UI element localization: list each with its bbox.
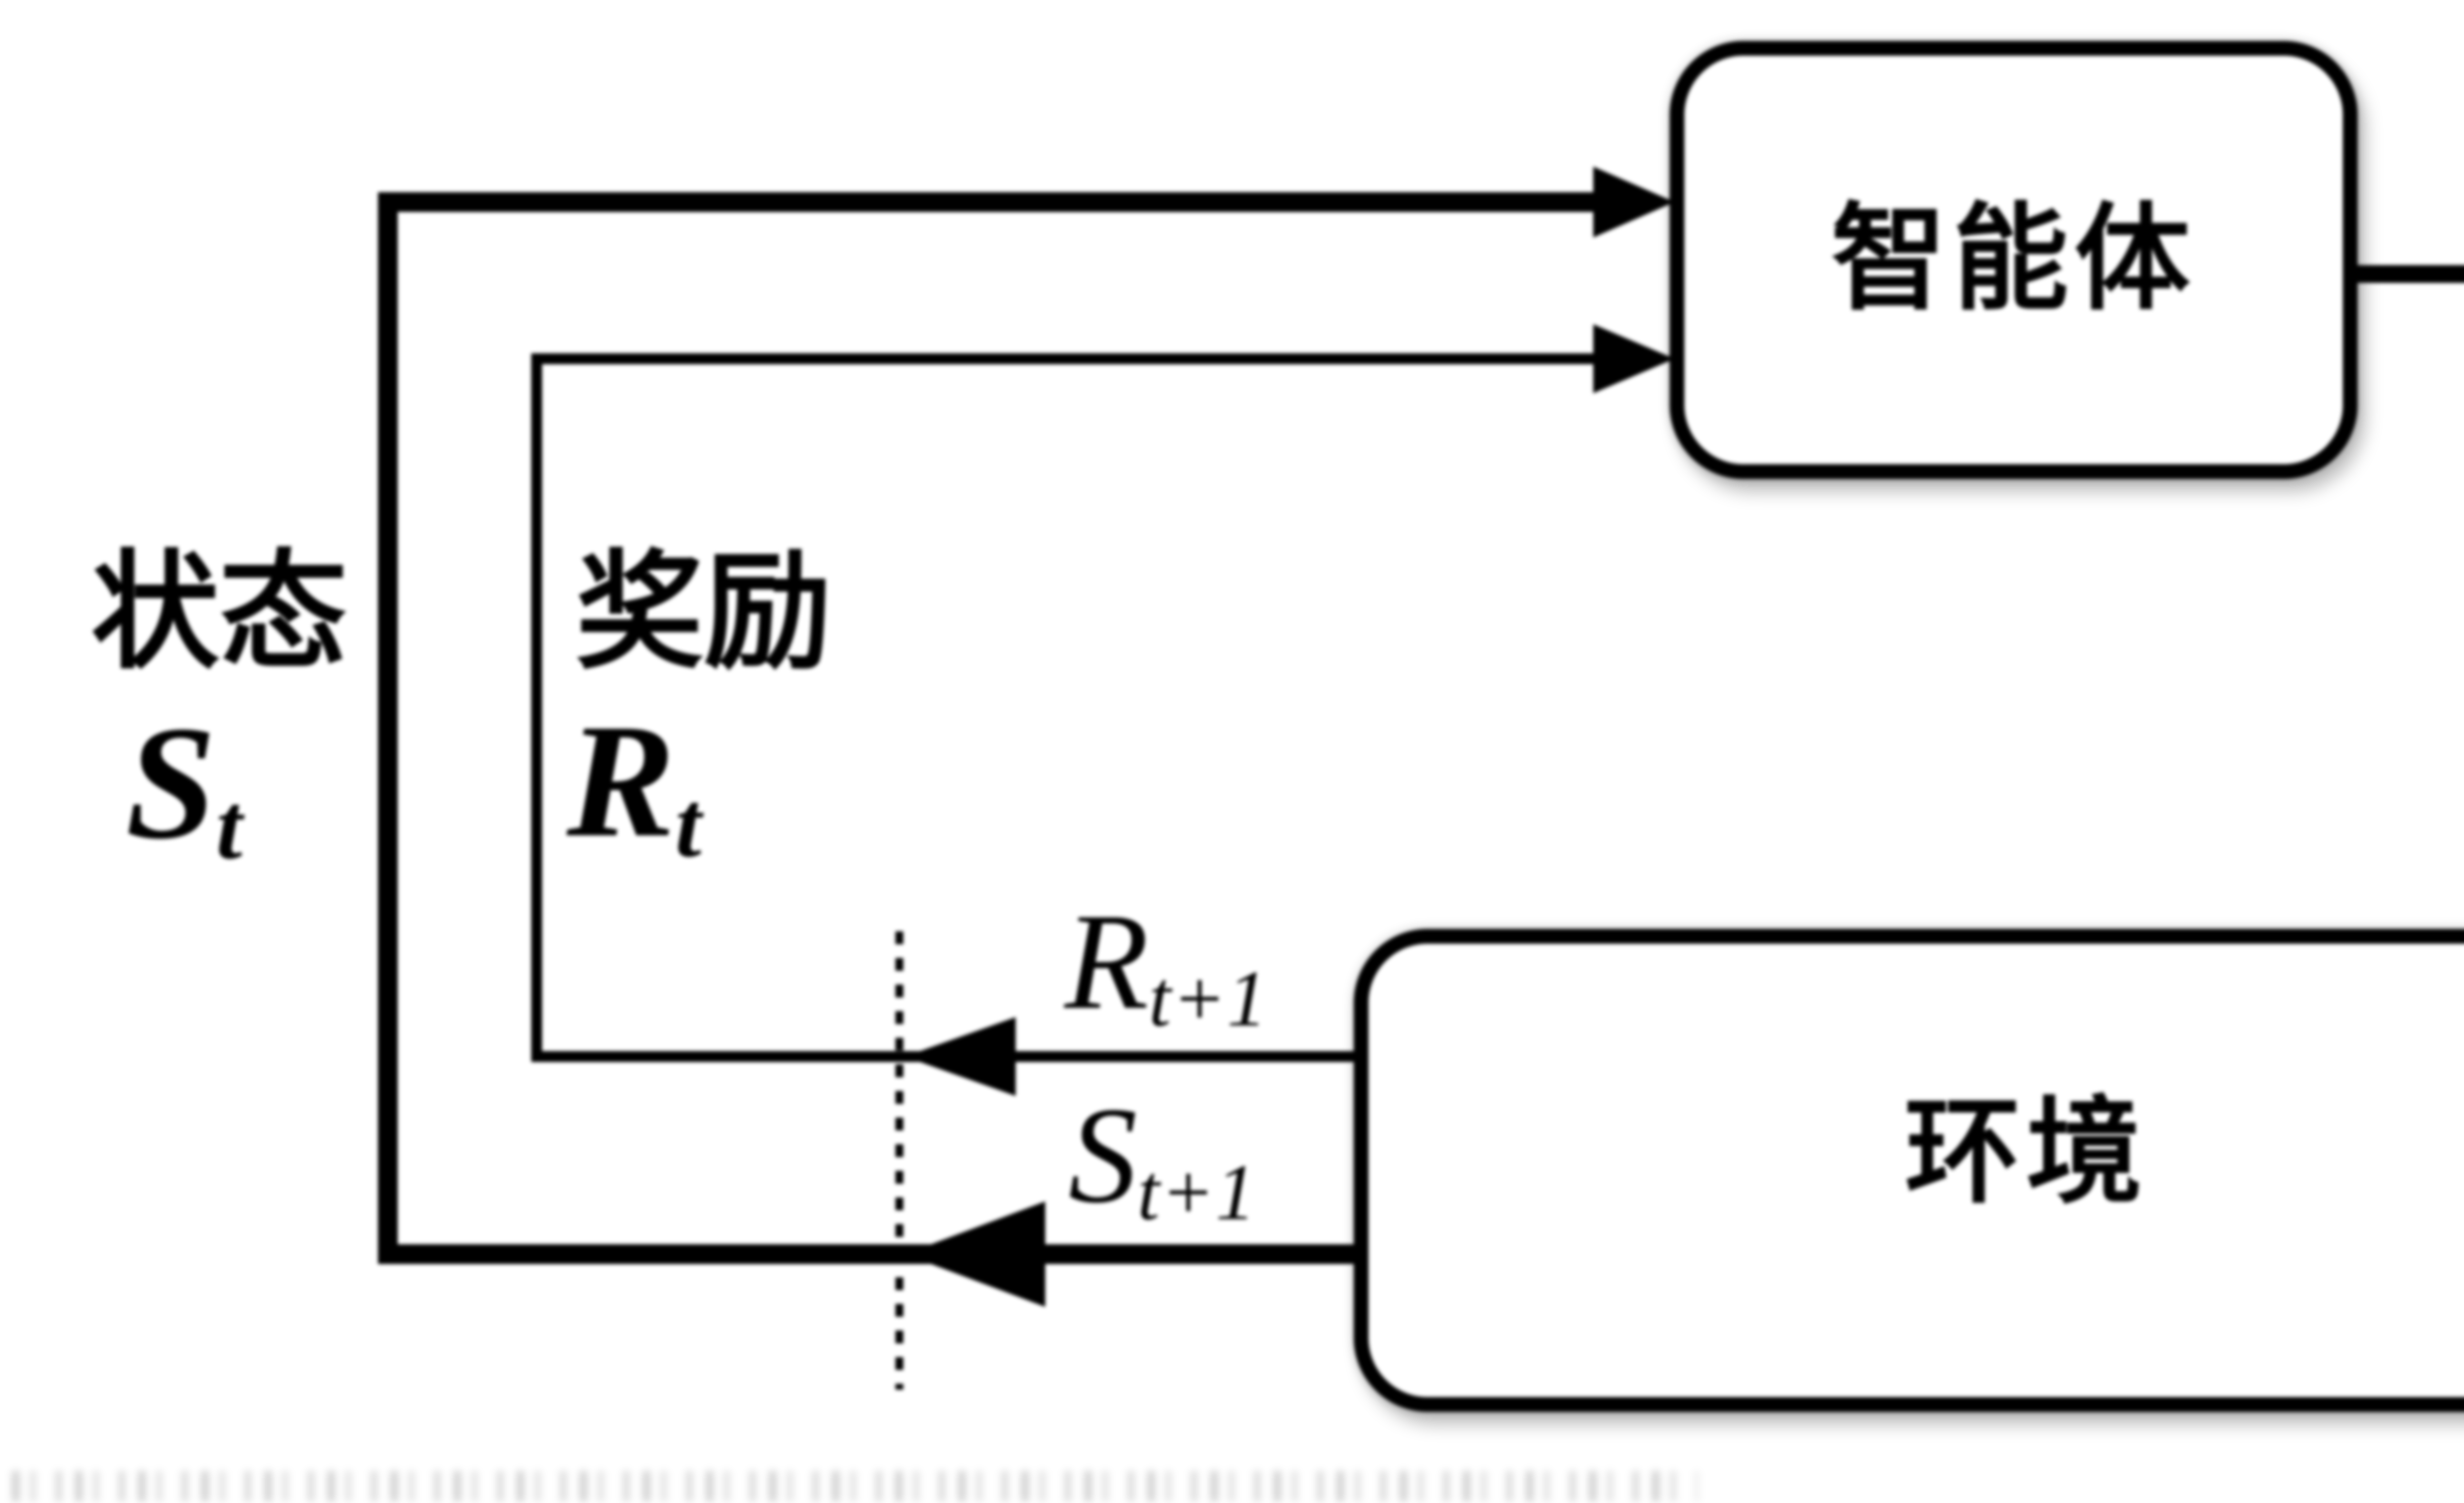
state-line-bottom: [378, 1244, 1369, 1264]
action-line-top: [2350, 265, 2464, 283]
state-line-vertical: [378, 192, 398, 1264]
reward-arrow-into-agent-icon: [1593, 324, 1675, 393]
agent-box: 智能体: [1670, 41, 2358, 479]
state-symbol: St: [126, 702, 243, 874]
reward-label: 奖励: [576, 543, 832, 684]
caption-fragment: [12, 1471, 1698, 1502]
state-line-top: [378, 192, 1602, 212]
next-reward-letter: R: [1064, 885, 1149, 1038]
next-state-subscript: t+1: [1137, 1148, 1257, 1237]
state-symbol-letter: S: [126, 693, 216, 873]
environment-box: 环境: [1354, 929, 2464, 1412]
reward-symbol: Rt: [567, 700, 702, 872]
reward-symbol-letter: R: [567, 691, 676, 871]
agent-label: 智能体: [1831, 196, 2196, 324]
environment-label: 环境: [1905, 1089, 2148, 1217]
next-reward-arrowhead-icon: [905, 1017, 1016, 1096]
time-boundary-dashed-line: [895, 931, 903, 1390]
next-state-letter: S: [1068, 1078, 1137, 1231]
state-label: 状态: [91, 543, 347, 684]
next-state-arrowhead-icon: [905, 1201, 1045, 1307]
next-reward-symbol: Rt+1: [1064, 892, 1268, 1039]
next-reward-subscript: t+1: [1149, 954, 1268, 1043]
state-arrow-into-agent-icon: [1593, 167, 1675, 238]
state-symbol-subscript: t: [216, 774, 243, 879]
reward-line-top: [531, 353, 1596, 364]
next-state-symbol: St+1: [1068, 1086, 1257, 1232]
reward-symbol-subscript: t: [675, 772, 703, 877]
reward-line-vertical: [531, 353, 542, 1062]
